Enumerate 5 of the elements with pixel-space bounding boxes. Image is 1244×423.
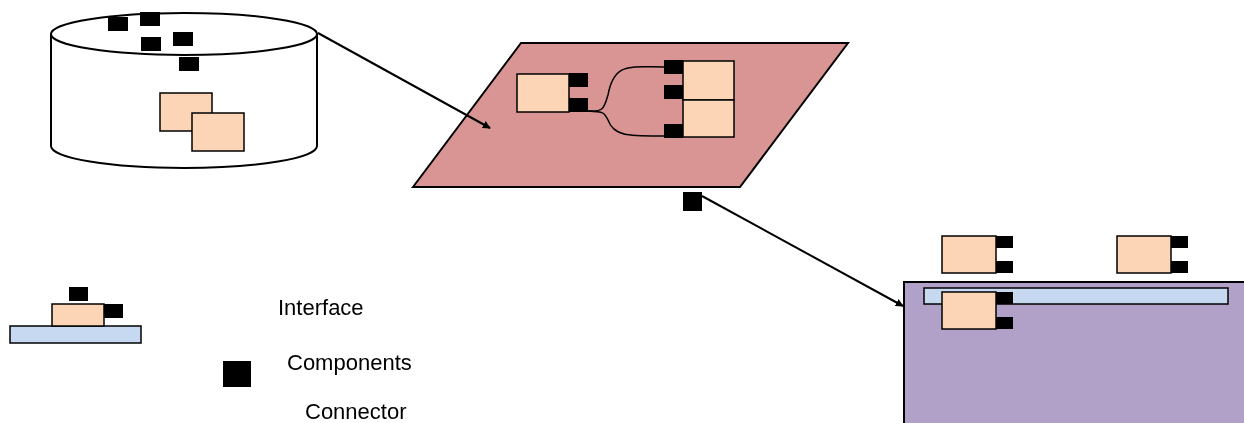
label-text: Connector bbox=[305, 398, 407, 423]
connector-square bbox=[683, 192, 702, 211]
label-text: Components bbox=[287, 349, 412, 377]
label-text: Interface bbox=[278, 294, 364, 322]
arrow bbox=[317, 32, 491, 129]
